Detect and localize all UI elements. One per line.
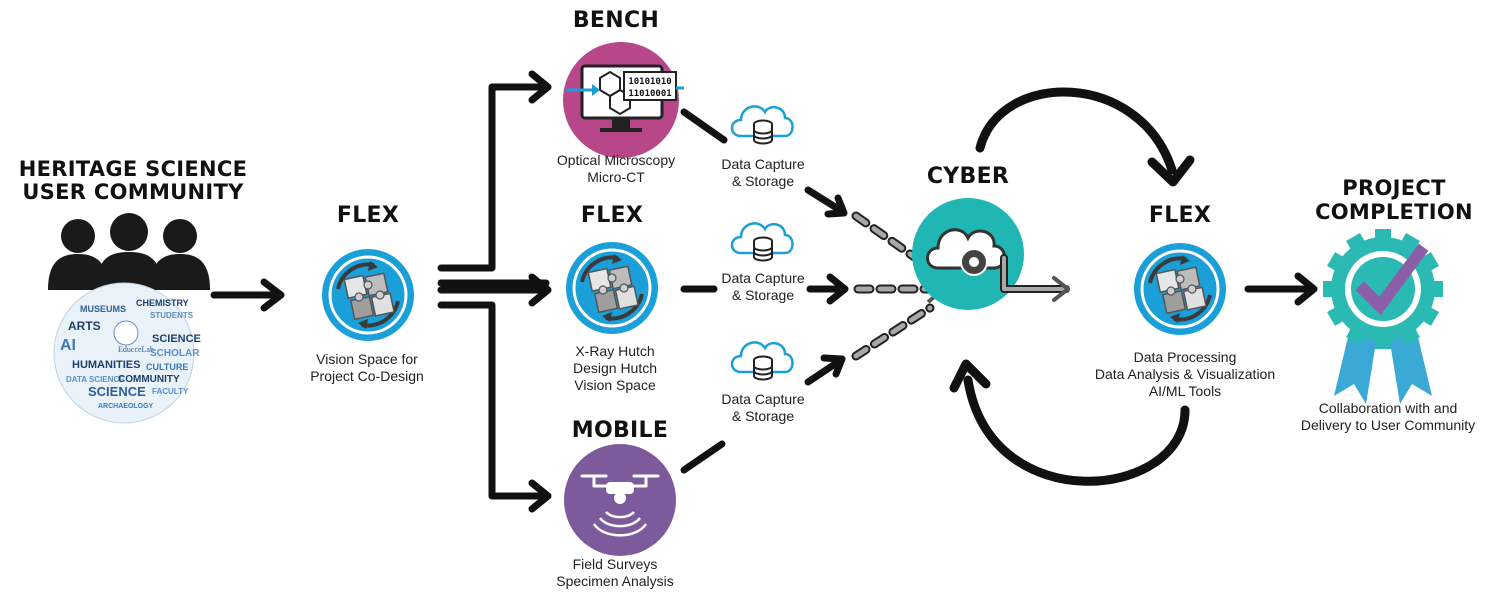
- bench-title: BENCH: [572, 8, 660, 33]
- svg-text:ARCHAEOLOGY: ARCHAEOLOGY: [98, 403, 154, 410]
- mobile-caption: Field Surveys Specimen Analysis: [556, 556, 674, 589]
- svg-text:DATA SCIENCE: DATA SCIENCE: [66, 375, 125, 384]
- arrow-community-to-flex: [210, 278, 285, 312]
- cloud-storage-icon-3: [730, 341, 794, 381]
- arrow-flex-to-completion: [1244, 272, 1318, 306]
- user-community-people-icon: [48, 213, 210, 290]
- svg-text:COMMUNITY: COMMUNITY: [118, 374, 180, 385]
- svg-text:FACULTY: FACULTY: [152, 387, 189, 396]
- flex-processing-puzzle-icon: [1132, 241, 1228, 337]
- storage-caption-2: Data Capture & Storage: [721, 270, 805, 303]
- completion-title: PROJECT COMPLETION: [1310, 176, 1478, 224]
- svg-text:10101010: 10101010: [628, 77, 671, 87]
- cyber-title: CYBER: [926, 164, 1010, 189]
- svg-text:STUDENTS: STUDENTS: [150, 311, 194, 320]
- completion-caption: Collaboration with and Delivery to User …: [1300, 400, 1476, 433]
- wordcloud-globe-icon: MUSEUMS CHEMISTRY STUDENTS ARTS AI Educc…: [53, 282, 201, 424]
- svg-text:CHEMISTRY: CHEMISTRY: [136, 298, 189, 308]
- svg-text:SCIENCE: SCIENCE: [152, 333, 201, 345]
- svg-text:HUMANITIES: HUMANITIES: [72, 359, 140, 371]
- svg-text:ARTS: ARTS: [68, 319, 101, 333]
- flex-hutch-caption: X-Ray Hutch Design Hutch Vision Space: [572, 343, 658, 393]
- community-title-line2: USER COMMUNITY: [22, 180, 244, 204]
- flex-hutch-title: FLEX: [580, 203, 644, 228]
- cyber-cloud-gear-icon: [912, 198, 1024, 310]
- svg-text:EducceLab: EducceLab: [118, 345, 154, 354]
- bench-caption: Optical Microscopy Micro-CT: [556, 152, 676, 185]
- storage-caption-1: Data Capture & Storage: [721, 156, 805, 189]
- community-title-line1: HERITAGE SCIENCE: [18, 157, 248, 181]
- arrows-to-storage: [680, 108, 728, 474]
- flex-design-title: FLEX: [336, 203, 400, 228]
- community-title: HERITAGE SCIENCE USER COMMUNITY: [14, 158, 252, 204]
- mobile-title: MOBILE: [571, 418, 669, 443]
- completion-title-line2: COMPLETION: [1315, 200, 1473, 224]
- bench-microscopy-icon: 10101010 11010001: [563, 42, 684, 158]
- completion-seal-checkmark-icon: [1323, 229, 1443, 404]
- svg-text:SCIENCE: SCIENCE: [88, 384, 146, 399]
- mobile-drone-icon: [564, 444, 676, 556]
- flex-design-caption: Vision Space for Project Co-Design: [310, 351, 424, 384]
- arrow-cyber-to-flex: [1000, 254, 1070, 302]
- completion-title-line1: PROJECT: [1342, 176, 1446, 200]
- flex-processing-title: FLEX: [1148, 203, 1212, 228]
- svg-text:MUSEUMS: MUSEUMS: [80, 304, 126, 314]
- storage-caption-3: Data Capture & Storage: [721, 391, 805, 424]
- flex-design-puzzle-icon: [320, 247, 416, 343]
- feedback-loop-arrows: [949, 87, 1195, 486]
- svg-text:CULTURE: CULTURE: [146, 362, 188, 372]
- svg-text:AI: AI: [60, 337, 76, 354]
- svg-text:SCHOLAR: SCHOLAR: [150, 348, 200, 359]
- cloud-storage-icon-2: [730, 222, 794, 262]
- flex-processing-caption: Data Processing Data Analysis & Visualiz…: [1094, 349, 1276, 399]
- arrows-storage-to-cyber: [804, 186, 849, 386]
- branch-arrows: [437, 70, 552, 513]
- cloud-storage-icon-1: [730, 105, 794, 145]
- svg-text:11010001: 11010001: [628, 89, 671, 99]
- flex-hutch-puzzle-icon: [564, 240, 660, 336]
